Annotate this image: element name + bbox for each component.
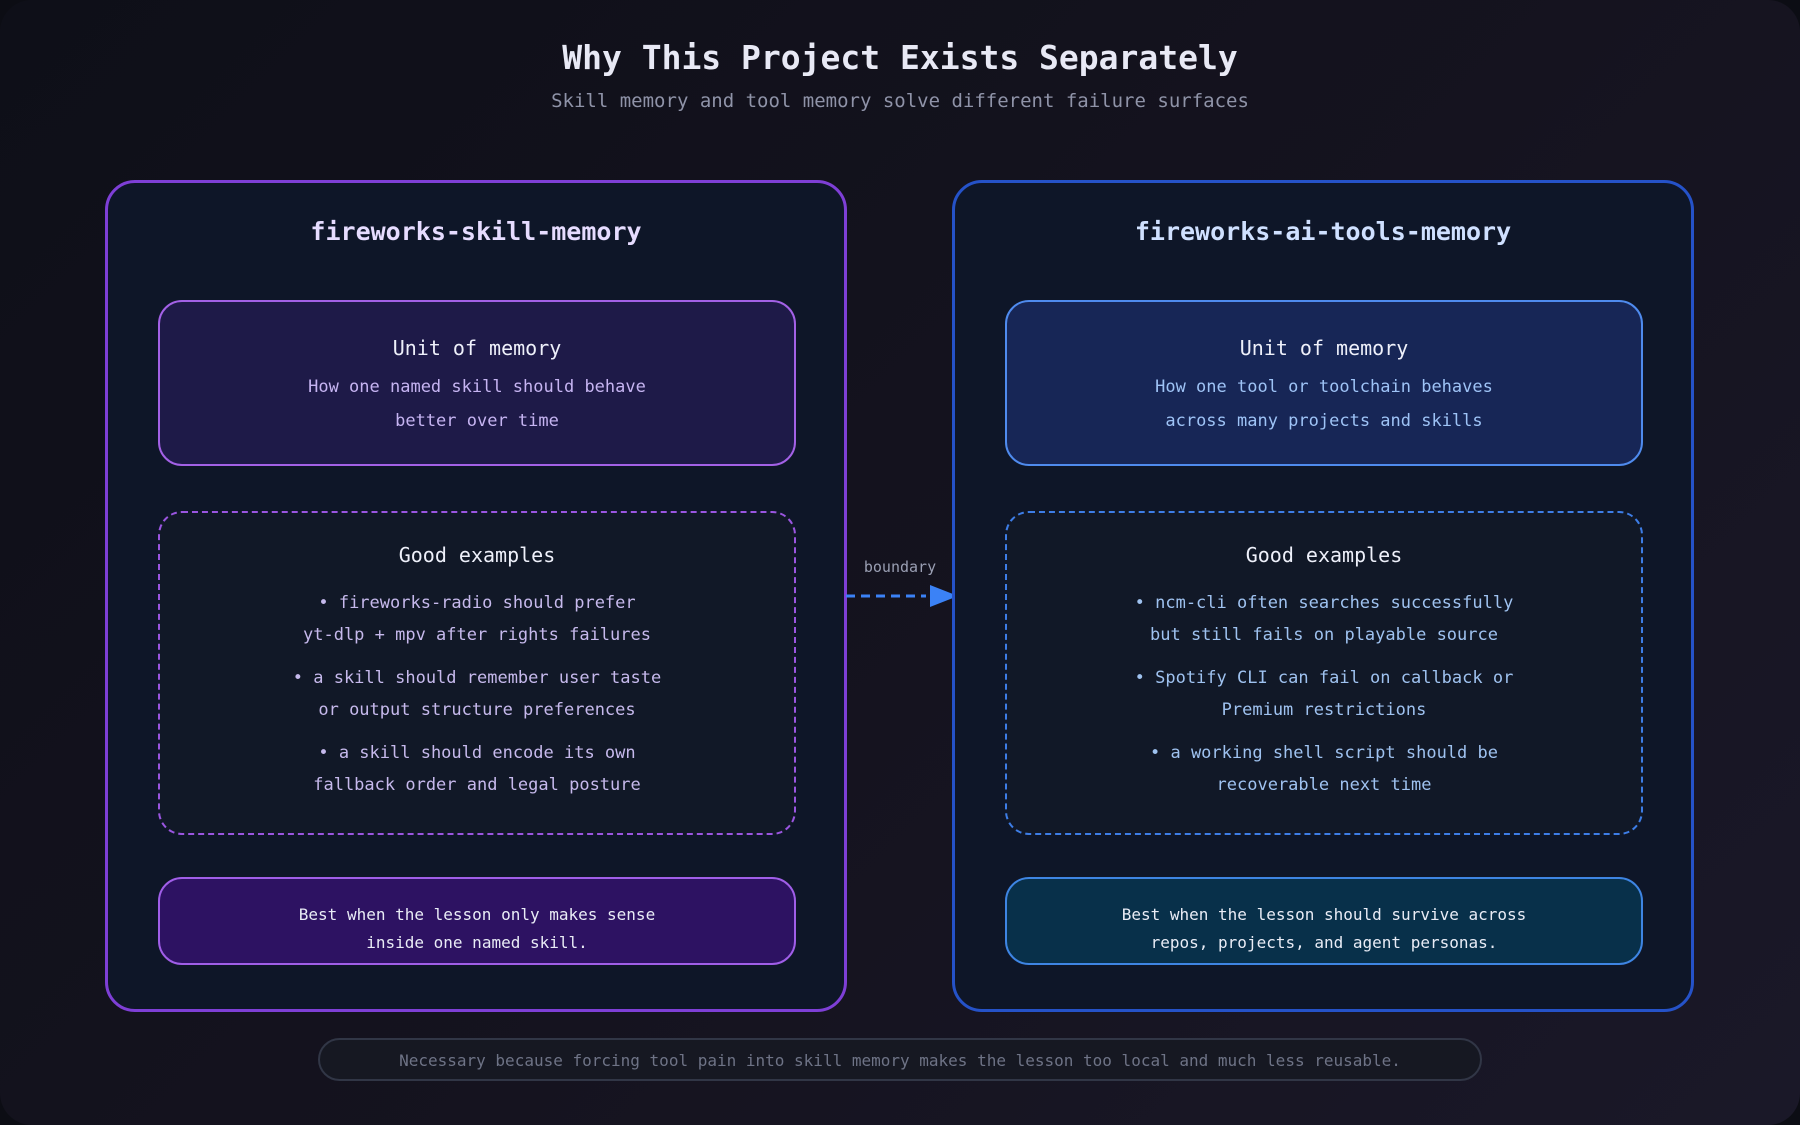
best-line: inside one named skill. [366, 933, 588, 952]
example-line: fallback order and legal posture [313, 775, 641, 795]
examples-title: Good examples [398, 543, 556, 567]
panel-title: fireworks-ai-tools-memory [1134, 217, 1512, 246]
example-line: Premium restrictions [1221, 700, 1427, 720]
page-title: Why This Project Exists Separately [562, 38, 1238, 77]
example-line: recoverable next time [1216, 775, 1432, 795]
example-line: • ncm-cli often searches successfully [1134, 593, 1514, 613]
example-line: or output structure preferences [318, 700, 636, 720]
unit-title: Unit of memory [1239, 336, 1409, 360]
unit-of-memory-box: Unit of memory How one named skill shoul… [158, 300, 796, 466]
footer-note: Necessary because forcing tool pain into… [318, 1038, 1482, 1081]
best-when-box: Best when the lesson should survive acro… [1005, 877, 1643, 965]
example-line: • fireworks-radio should prefer [318, 593, 636, 613]
tools-memory-panel: fireworks-ai-tools-memory Unit of memory… [952, 180, 1694, 1012]
best-when-box: Best when the lesson only makes sense in… [158, 877, 796, 965]
panel-title: fireworks-skill-memory [310, 217, 642, 246]
example-line: • a working shell script should be [1150, 743, 1498, 763]
best-line: Best when the lesson only makes sense [298, 905, 656, 924]
unit-line: better over time [395, 411, 559, 431]
unit-line: How one tool or toolchain behaves [1155, 377, 1493, 397]
example-line: yt-dlp + mpv after rights failures [303, 625, 651, 645]
boundary-arrow-icon [846, 585, 958, 607]
best-line: repos, projects, and agent personas. [1150, 933, 1498, 952]
unit-of-memory-box: Unit of memory How one tool or toolchain… [1005, 300, 1643, 466]
skill-memory-panel: fireworks-skill-memory Unit of memory Ho… [105, 180, 847, 1012]
unit-line: across many projects and skills [1165, 411, 1483, 431]
unit-title: Unit of memory [392, 336, 562, 360]
examples-title: Good examples [1245, 543, 1403, 567]
best-line: Best when the lesson should survive acro… [1121, 905, 1527, 924]
example-line: • Spotify CLI can fail on callback or [1134, 668, 1514, 688]
unit-line: How one named skill should behave [308, 377, 646, 397]
boundary-label: boundary [863, 558, 937, 576]
good-examples-box: Good examples • fireworks-radio should p… [158, 511, 796, 835]
page-subtitle: Skill memory and tool memory solve diffe… [551, 90, 1249, 112]
example-line: but still fails on playable source [1150, 625, 1498, 645]
example-line: • a skill should remember user taste [292, 668, 662, 688]
example-line: • a skill should encode its own [318, 743, 636, 763]
footer-text: Necessary because forcing tool pain into… [399, 1051, 1401, 1070]
good-examples-box: Good examples • ncm-cli often searches s… [1005, 511, 1643, 835]
